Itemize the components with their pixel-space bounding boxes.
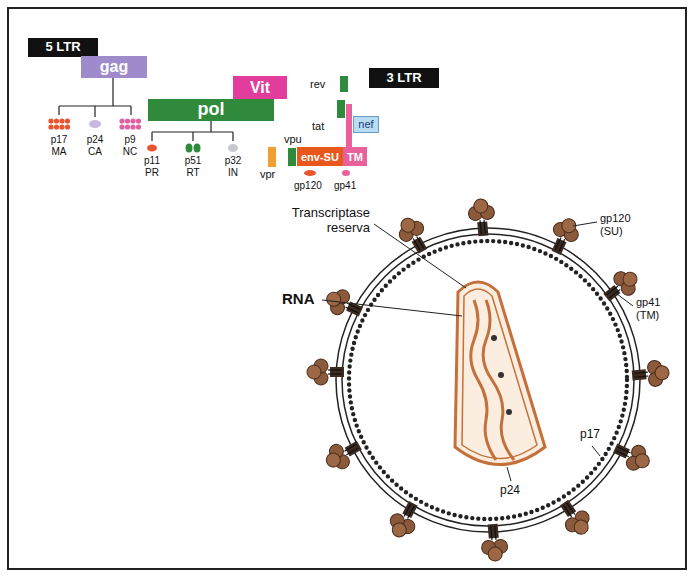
ltr-box: 3 LTR xyxy=(369,68,439,88)
matrix-ring xyxy=(349,241,627,519)
part-label: p32 IN xyxy=(221,155,245,178)
part-label: p24 xyxy=(500,484,524,498)
leader-line xyxy=(507,467,511,481)
leader-line xyxy=(374,224,466,288)
part-label: gp41 xyxy=(334,180,364,192)
gp120-dot xyxy=(304,170,316,176)
p11-dot xyxy=(147,145,157,152)
part-label: vpu xyxy=(284,133,308,146)
part-label: p9 NC xyxy=(118,134,142,157)
p9-dots xyxy=(119,118,141,129)
part-label: p17 MA xyxy=(47,134,71,157)
tm-bar xyxy=(346,104,352,147)
enzyme-dot xyxy=(498,372,504,378)
p17-dots xyxy=(48,118,70,129)
part-label: gp120 xyxy=(294,180,330,192)
gene-name: TM xyxy=(343,147,367,166)
gene-name: pol xyxy=(198,100,225,120)
p51-dot xyxy=(194,144,201,153)
rna-strand xyxy=(483,300,514,460)
gene-box: gag xyxy=(81,56,147,78)
gene-name: nef xyxy=(358,118,373,130)
leader-line xyxy=(573,222,597,226)
part-label: rev xyxy=(310,78,334,91)
frame xyxy=(8,8,686,569)
leader-line xyxy=(613,291,633,306)
envelope-spike xyxy=(480,523,509,562)
envelope-spike xyxy=(307,359,344,385)
gene-name: 5 LTR xyxy=(45,40,80,54)
gene-box: env-SUTM xyxy=(297,147,367,166)
leader-line xyxy=(322,300,462,316)
envelope-spike xyxy=(467,198,496,237)
part-label: tat xyxy=(312,120,334,133)
part-label: p11 PR xyxy=(140,155,164,178)
outer-membrane xyxy=(336,228,640,532)
gag-tree xyxy=(59,78,131,117)
part-label: vpr xyxy=(260,168,284,181)
p51-dot xyxy=(186,144,193,153)
enzyme-dot xyxy=(506,409,512,415)
gene-name: env-SU xyxy=(297,147,343,166)
vpr-bar xyxy=(268,147,276,167)
part-label: gp41 (TM) xyxy=(636,296,668,321)
gene-box: nef xyxy=(353,116,379,133)
envelope-spike xyxy=(384,497,424,542)
part-label: RNA xyxy=(282,290,322,307)
part-label: p17 xyxy=(580,428,604,442)
envelope-spike xyxy=(553,495,596,540)
p24-dot xyxy=(89,120,101,128)
vpu-bar xyxy=(288,148,296,166)
rev-exon xyxy=(340,76,348,92)
part-label: p24 CA xyxy=(83,134,107,157)
gp41-dot xyxy=(342,170,350,176)
gene-name: gag xyxy=(100,58,128,76)
envelope-spike xyxy=(631,359,670,388)
envelope-spike xyxy=(544,214,583,259)
pol-tree xyxy=(152,121,233,141)
envelope-spike xyxy=(321,434,366,475)
part-label: p51 RT xyxy=(181,155,205,178)
capsid xyxy=(455,282,545,465)
ltr-box: 5 LTR xyxy=(28,38,98,57)
gene-box: Vit xyxy=(233,76,287,99)
gene-box: pol xyxy=(148,99,274,121)
gene-name: Vit xyxy=(250,79,270,97)
leader-lines xyxy=(322,222,633,481)
envelope-spike xyxy=(610,436,655,475)
tat-exon xyxy=(337,100,345,118)
leader-line xyxy=(592,446,600,456)
enzyme-dot xyxy=(491,335,497,341)
p32-dot xyxy=(228,144,238,152)
gene-name: 3 LTR xyxy=(386,71,421,85)
inner-membrane xyxy=(342,234,634,526)
part-label: gp120 (SU) xyxy=(600,212,634,237)
part-label: Transcriptase reserva xyxy=(250,206,370,236)
